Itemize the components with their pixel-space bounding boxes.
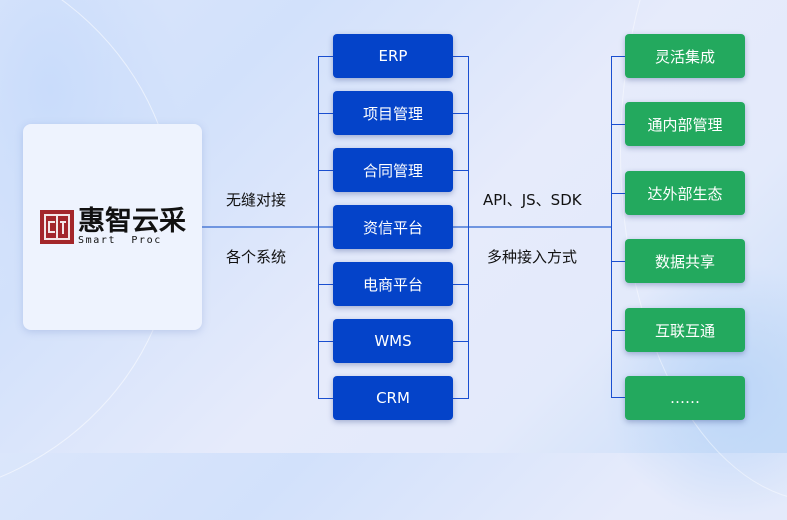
system-connector-right [453,170,469,171]
benefit-box: 数据共享 [625,239,745,283]
benefit-label: …… [670,389,700,407]
system-connector-left [318,341,333,342]
system-label: 合同管理 [362,161,423,180]
left-label-bottom: 各个系统 [226,248,287,266]
system-connector-left [318,113,333,114]
system-connector-right [453,113,469,114]
system-box-crm: CRM [333,376,453,420]
system-connector-left [318,170,333,171]
brand-logo: 惠智云采 Smart Proc [40,208,186,246]
main-connector-middle [453,226,611,228]
left-label-top: 无缝对接 [226,191,287,209]
system-box-contract: 合同管理 [333,148,453,192]
system-label: 资信平台 [362,218,423,237]
system-box-credit: 资信平台 [333,205,453,249]
system-connector-right [453,341,469,342]
system-bus-left [318,56,319,399]
benefit-label: 通内部管理 [647,115,723,134]
benefit-box-more: …… [625,376,745,420]
brand-mark-icon [40,210,74,244]
system-label: 电商平台 [362,275,423,294]
benefit-connector [611,56,625,57]
system-connector-right [453,284,469,285]
system-box-erp: ERP [333,34,453,78]
logo-card: 惠智云采 Smart Proc [23,124,202,330]
benefit-connector [611,397,625,398]
benefit-box: 灵活集成 [625,34,745,78]
main-connector-left [202,226,333,228]
system-bus-right [468,56,469,399]
system-box-project: 项目管理 [333,91,453,135]
system-connector-left [318,398,333,399]
system-connector-right [453,398,469,399]
benefit-box: 通内部管理 [625,102,745,146]
benefit-connector [611,193,625,194]
benefit-bus [611,56,612,398]
benefit-label: 互联互通 [654,321,715,340]
brand-name-cn: 惠智云采 [78,206,186,237]
benefit-connector [611,124,625,125]
system-box-ecommerce: 电商平台 [333,262,453,306]
system-connector-left [318,284,333,285]
middle-label-top: API、JS、SDK [483,191,582,209]
system-label: WMS [374,332,412,350]
benefit-label: 数据共享 [654,252,715,271]
benefit-box: 互联互通 [625,308,745,352]
benefit-label: 达外部生态 [647,184,723,203]
middle-label-bottom: 多种接入方式 [487,248,578,266]
brand-name-en: Smart Proc [78,235,162,246]
system-connector-right [453,56,469,57]
system-connector-left [318,56,333,57]
benefit-connector [611,261,625,262]
benefit-connector [611,330,625,331]
system-label: 项目管理 [362,104,423,123]
system-label: CRM [376,389,410,407]
benefit-label: 灵活集成 [654,47,715,66]
benefit-box: 达外部生态 [625,171,745,215]
system-label: ERP [378,47,408,65]
system-box-wms: WMS [333,319,453,363]
